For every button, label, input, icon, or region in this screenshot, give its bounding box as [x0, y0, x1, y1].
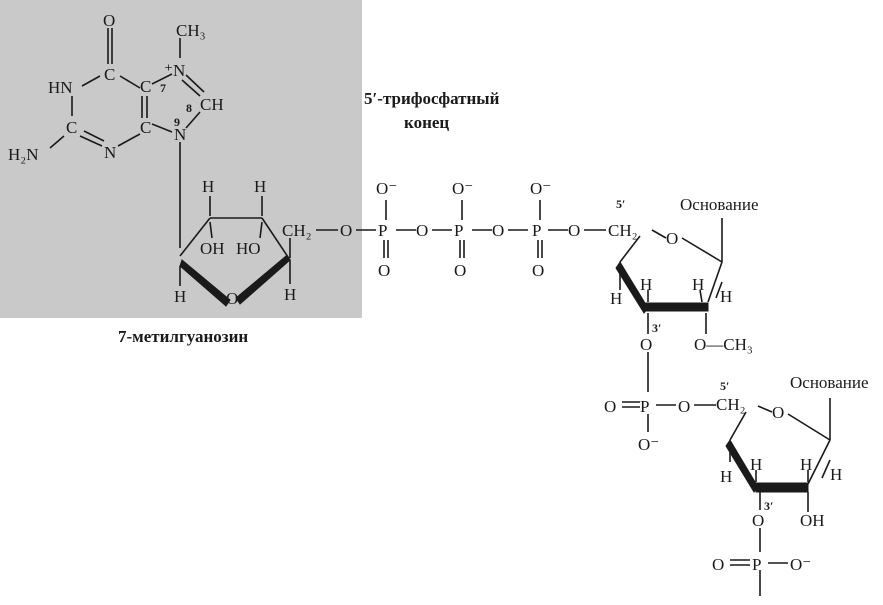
atom-o: O: [752, 511, 764, 530]
atom-h: H: [640, 275, 652, 294]
atom-o: O: [772, 403, 784, 422]
atom-h: H: [830, 465, 842, 484]
atom-n: N: [174, 125, 186, 144]
triphosphate-atoms: O O⁻ P O O O⁻ P O O O⁻ P O O: [340, 179, 580, 280]
atom-o-minus: O⁻: [376, 179, 397, 198]
atom-o-minus: O⁻: [638, 435, 659, 454]
atom-c: C: [140, 77, 151, 96]
nucleotide2-atoms: 5′ CH₂ O Основание H H H H 3′ O O—CH₃: [608, 195, 759, 354]
atom-h: H: [692, 275, 704, 294]
position-9: 9: [174, 115, 180, 129]
atom-n: N: [104, 143, 116, 162]
caption-triphosphate-end-line1: 5′-трифосфатный: [364, 89, 500, 108]
atom-h: H: [800, 455, 812, 474]
atom-h: H: [174, 287, 186, 306]
atom-o: O: [666, 229, 678, 248]
phosphate2-bonds: [622, 401, 716, 432]
phosphate3-atoms: O P O⁻: [712, 555, 811, 574]
atom-h: H: [284, 285, 296, 304]
atom-o: O: [604, 397, 616, 416]
nucleotide3-bonds: [725, 398, 831, 596]
atom-p: P: [454, 221, 463, 240]
position-5-prime: 5′: [616, 197, 625, 211]
atom-o-minus: O⁻: [790, 555, 811, 574]
position-7: 7: [160, 81, 166, 95]
position-5-prime: 5′: [720, 379, 729, 393]
atom-o: O: [340, 221, 352, 240]
atom-nh2: H₂N: [8, 145, 38, 164]
atom-o: O: [454, 261, 466, 280]
atom-o: O: [103, 11, 115, 30]
atom-h: H: [720, 287, 732, 306]
guanine-atoms: O HN C C N H₂N C C ⁺N CH₃ CH N 7 8 9: [8, 11, 224, 164]
nucleotide2-bonds: [615, 218, 723, 392]
position-3-prime: 3′: [764, 499, 773, 513]
atom-o: O: [226, 289, 238, 308]
atom-o: O: [678, 397, 690, 416]
atom-o: O: [492, 221, 504, 240]
atom-p: P: [752, 555, 761, 574]
atom-c: C: [66, 118, 77, 137]
atom-o: O: [712, 555, 724, 574]
atom-oh: OH: [200, 239, 225, 258]
position-8: 8: [186, 101, 192, 115]
atom-o: O: [378, 261, 390, 280]
atom-c: C: [140, 118, 151, 137]
atom-h: H: [750, 455, 762, 474]
atom-oh: OH: [800, 511, 825, 530]
caption-triphosphate-end-line2: конец: [404, 113, 449, 132]
atom-c: C: [104, 65, 115, 84]
atom-ch2: CH₂: [608, 221, 638, 240]
atom-o: O: [532, 261, 544, 280]
atom-ch: CH: [200, 95, 224, 114]
guanine-bonds: [49, 28, 205, 248]
triphosphate-bonds: [356, 200, 606, 258]
atom-p: P: [640, 397, 649, 416]
atom-ch2: CH₂: [716, 395, 746, 414]
atom-o-minus: O⁻: [530, 179, 551, 198]
atom-ch2: CH₂: [282, 221, 312, 240]
atom-o: O: [640, 335, 652, 354]
phosphate2-atoms: O P O O⁻: [604, 397, 690, 454]
atom-ho: HO: [236, 239, 261, 258]
atom-p: P: [532, 221, 541, 240]
atom-o: O: [568, 221, 580, 240]
atom-n-plus: ⁺N: [164, 61, 185, 80]
ribose1-bonds: [179, 196, 338, 307]
atom-h: H: [610, 289, 622, 308]
atom-ch3: CH₃: [176, 21, 206, 40]
atom-p: P: [378, 221, 387, 240]
atom-h: H: [720, 467, 732, 486]
atom-h: H: [202, 177, 214, 196]
base-label: Основание: [790, 373, 869, 392]
position-3-prime: 3′: [652, 321, 661, 335]
ribose1-atoms: H H OH HO CH₂ O H H: [174, 177, 312, 308]
nucleotide3-atoms: 5′ CH₂ O Основание H H H H 3′ O OH: [716, 373, 869, 530]
caption-7-methylguanosine: 7-метилгуанозин: [118, 327, 248, 346]
atom-hn: HN: [48, 78, 73, 97]
methylguanosine-highlight: [0, 0, 362, 318]
phosphate3-bonds: [730, 559, 788, 566]
atom-o: O: [416, 221, 428, 240]
atom-h: H: [254, 177, 266, 196]
base-label: Основание: [680, 195, 759, 214]
atom-o-ch3: O—CH₃: [694, 335, 753, 354]
atom-o-minus: O⁻: [452, 179, 473, 198]
